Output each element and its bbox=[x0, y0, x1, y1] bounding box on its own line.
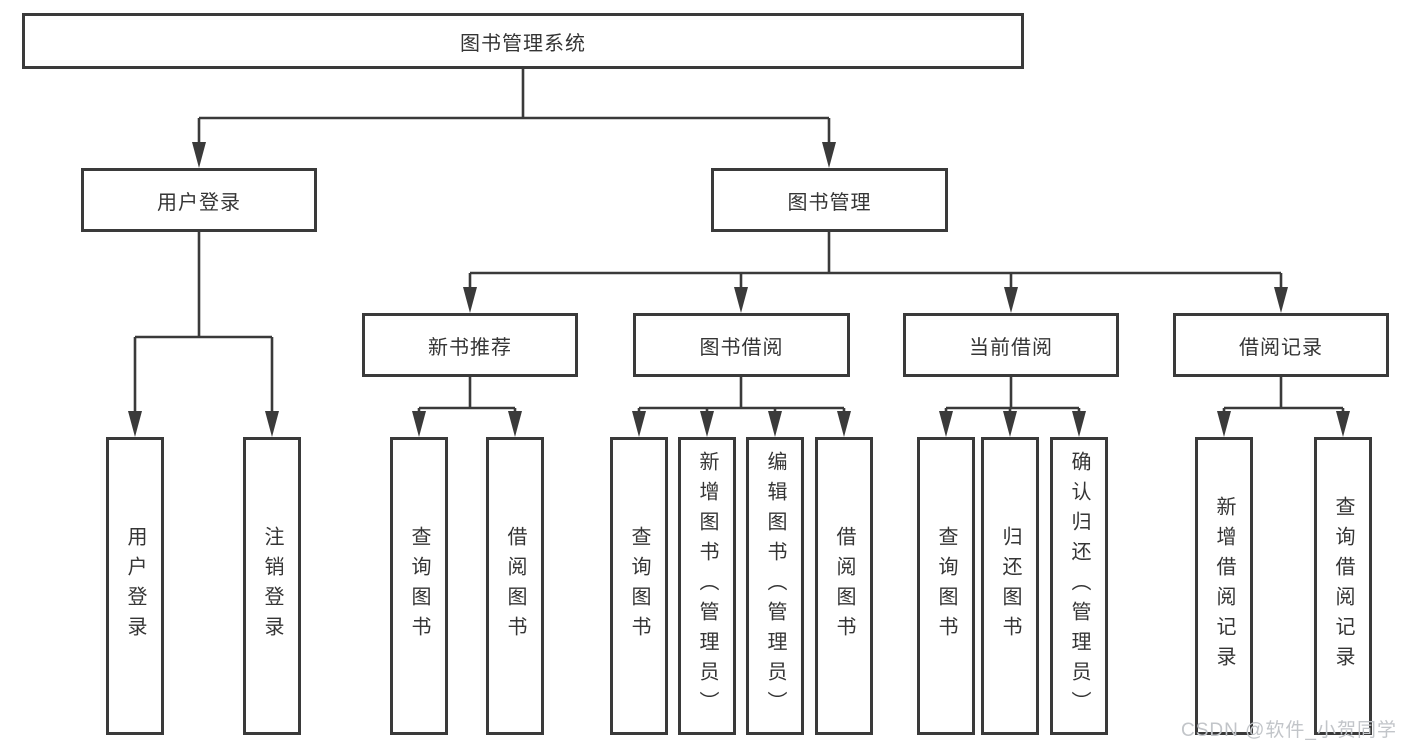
leaf-query-borrow-record: 查询借阅记录 bbox=[1314, 437, 1372, 735]
leaf-current-query-books: 查询图书 bbox=[917, 437, 975, 735]
leaf-return-books: 归还图书 bbox=[981, 437, 1039, 735]
node-library-management-system: 图书管理系统 bbox=[22, 13, 1024, 69]
leaf-add-books-admin: 新增图书（管理员） bbox=[678, 437, 736, 735]
node-user-login: 用户登录 bbox=[81, 168, 317, 232]
leaf-user-login: 用户登录 bbox=[106, 437, 164, 735]
node-current-borrow: 当前借阅 bbox=[903, 313, 1119, 377]
leaf-borrow-query-books: 查询图书 bbox=[610, 437, 668, 735]
node-label: 图书管理系统 bbox=[460, 32, 586, 55]
node-book-management: 图书管理 bbox=[711, 168, 948, 232]
node-label: 用户登录 bbox=[124, 526, 146, 646]
node-label: 注销登录 bbox=[261, 526, 283, 646]
node-label: 编辑图书（管理员） bbox=[764, 451, 786, 721]
leaf-logout: 注销登录 bbox=[243, 437, 301, 735]
node-label: 查询图书 bbox=[408, 526, 430, 646]
node-label: 借阅记录 bbox=[1239, 336, 1323, 359]
leaf-borrow-books: 借阅图书 bbox=[815, 437, 873, 735]
node-label: 查询图书 bbox=[628, 526, 650, 646]
node-label: 查询借阅记录 bbox=[1332, 496, 1354, 676]
node-label: 新增图书（管理员） bbox=[696, 451, 718, 721]
node-label: 确认归还（管理员） bbox=[1068, 451, 1090, 721]
node-borrow-records: 借阅记录 bbox=[1173, 313, 1389, 377]
watermark: CSDN @软件_小贺同学 bbox=[1181, 720, 1397, 741]
node-new-book-recommend: 新书推荐 bbox=[362, 313, 578, 377]
node-label: 归还图书 bbox=[999, 526, 1021, 646]
node-book-borrow: 图书借阅 bbox=[633, 313, 850, 377]
node-label: 查询图书 bbox=[935, 526, 957, 646]
leaf-edit-books-admin: 编辑图书（管理员） bbox=[746, 437, 804, 735]
node-label: 用户登录 bbox=[157, 191, 241, 214]
node-label: 借阅图书 bbox=[504, 526, 526, 646]
node-label: 新书推荐 bbox=[428, 336, 512, 359]
leaf-recommend-query-books: 查询图书 bbox=[390, 437, 448, 735]
leaf-add-borrow-record: 新增借阅记录 bbox=[1195, 437, 1253, 735]
node-label: 当前借阅 bbox=[969, 336, 1053, 359]
node-label: 图书管理 bbox=[787, 191, 872, 214]
node-label: 新增借阅记录 bbox=[1213, 496, 1235, 676]
node-label: 图书借阅 bbox=[699, 336, 784, 359]
leaf-confirm-return-admin: 确认归还（管理员） bbox=[1050, 437, 1108, 735]
node-label: 借阅图书 bbox=[833, 526, 855, 646]
leaf-recommend-borrow-books: 借阅图书 bbox=[486, 437, 544, 735]
